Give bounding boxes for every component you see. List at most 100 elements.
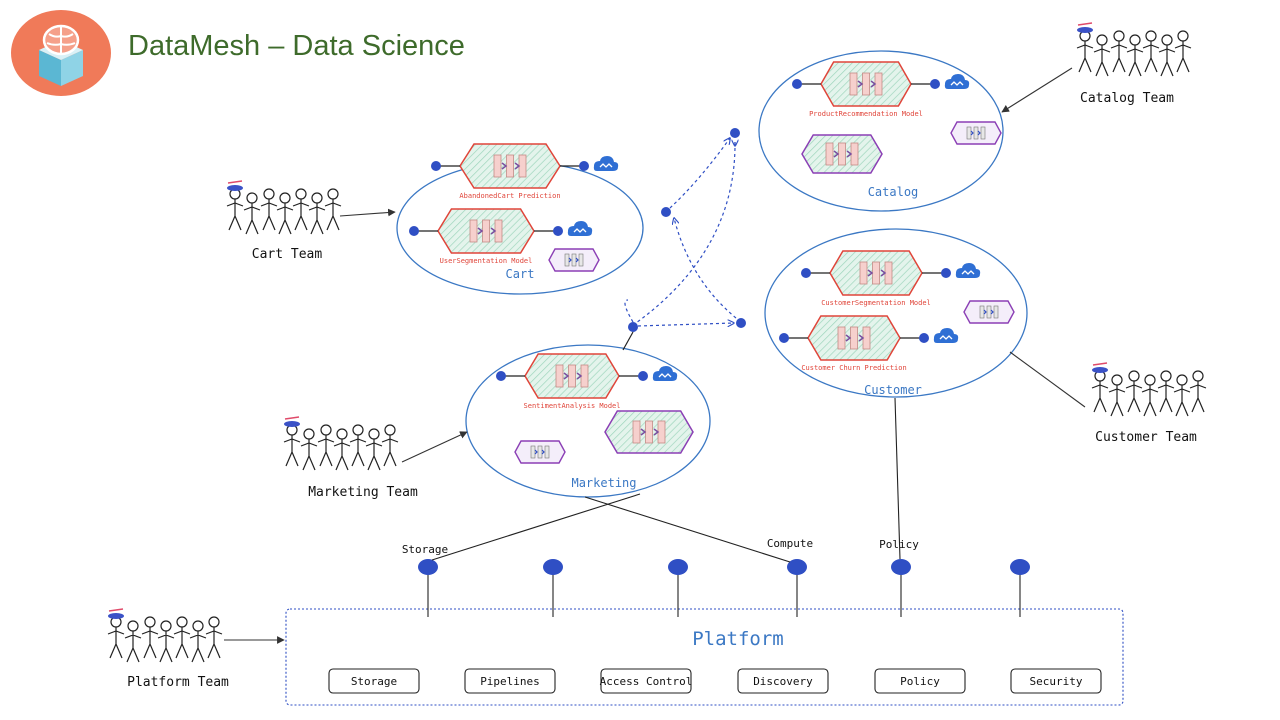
link-marketing-compute xyxy=(584,496,791,563)
arrow-catalog-team xyxy=(1001,67,1073,113)
service-box[interactable] xyxy=(1010,668,1102,694)
platform-box xyxy=(285,608,1124,706)
cap-icon xyxy=(1092,367,1108,373)
pipeline-icon xyxy=(632,420,666,444)
model-customer xyxy=(807,315,901,361)
platform-port xyxy=(418,559,438,575)
service-label: Storage xyxy=(351,675,397,688)
pipeline-icon xyxy=(469,219,503,243)
stick-figure-icon xyxy=(283,424,301,467)
stick-figure-icon xyxy=(205,616,223,659)
data-product-catalog xyxy=(950,121,1002,145)
team-label-platform: Platform Team xyxy=(127,675,229,690)
cloud-api-icon xyxy=(652,366,678,381)
data-product-catalog-large xyxy=(801,134,883,174)
stick-figure-icon xyxy=(324,188,342,231)
team-cart xyxy=(226,180,342,235)
service-box[interactable] xyxy=(464,668,556,694)
service-label: Policy xyxy=(900,675,940,688)
cloud-mark xyxy=(950,81,964,86)
stick-figure-icon xyxy=(157,620,175,663)
model-marketing xyxy=(524,353,620,399)
team-marketing xyxy=(283,416,399,471)
stick-figure-icon xyxy=(1093,34,1111,77)
stick-figure-icon xyxy=(1110,30,1128,73)
model-label: CustomerSegmentation Model xyxy=(821,299,931,307)
stick-figure-icon xyxy=(107,616,125,659)
cloud-api-icon xyxy=(944,74,970,89)
stick-figure-icon xyxy=(1108,374,1126,417)
model-label: ProductRecommendation Model xyxy=(809,110,923,118)
model-output-port xyxy=(919,333,929,343)
data-product-customer xyxy=(963,300,1015,324)
stick-figure-icon xyxy=(292,188,310,231)
model-output-port xyxy=(553,226,563,236)
cloud-api-icon xyxy=(593,156,619,171)
stick-figure-icon xyxy=(1189,370,1207,413)
link-marketing-storage xyxy=(431,493,641,561)
cloud-shape xyxy=(955,263,981,278)
platform-port xyxy=(543,559,563,575)
service-label: Pipelines xyxy=(480,675,540,688)
platform-service-discovery[interactable]: Discovery xyxy=(737,668,829,694)
data-product-cart xyxy=(548,248,600,272)
stick-figure-icon xyxy=(243,192,261,235)
model-label: AbandonedCart Prediction xyxy=(459,192,560,200)
platform-service-pipelines[interactable]: Pipelines xyxy=(464,668,556,694)
platform-port xyxy=(1010,559,1030,575)
cap-icon xyxy=(227,185,243,191)
service-box[interactable] xyxy=(328,668,420,694)
pipeline-icon xyxy=(564,253,584,267)
cloud-mark xyxy=(573,228,587,233)
model-cart xyxy=(437,208,535,254)
model-output-port xyxy=(638,371,648,381)
link-customer-to-cart xyxy=(674,218,737,319)
platform-service-storage[interactable]: Storage xyxy=(328,668,420,694)
pipeline-icon xyxy=(849,72,883,96)
service-box[interactable] xyxy=(737,668,829,694)
platform-service-security[interactable]: Security xyxy=(1010,668,1102,694)
service-box[interactable] xyxy=(874,668,966,694)
platform-service-access-control[interactable]: Access Control xyxy=(600,668,693,694)
service-label: Discovery xyxy=(753,675,813,688)
pipeline-icon xyxy=(825,142,859,166)
cloud-mark xyxy=(961,270,975,275)
platform-port xyxy=(891,559,911,575)
model-output-port xyxy=(941,268,951,278)
platform-port xyxy=(668,559,688,575)
arrow-cart-team xyxy=(339,208,396,217)
stick-figure-icon xyxy=(317,424,335,467)
cap-icon xyxy=(1077,27,1093,33)
cloud-shape xyxy=(933,328,959,343)
data-product-marketing-large xyxy=(604,410,694,454)
stick-figure-icon xyxy=(1141,374,1159,417)
model-input-port xyxy=(792,79,802,89)
model-label: SentimentAnalysis Model xyxy=(524,402,621,410)
service-label: Security xyxy=(1030,675,1083,688)
propeller-icon xyxy=(284,416,300,420)
stick-figure-icon xyxy=(1174,30,1192,73)
domain-label-marketing: Marketing xyxy=(571,476,636,490)
stick-figure-icon xyxy=(381,424,399,467)
pipeline-icon xyxy=(530,445,550,459)
platform-service-policy[interactable]: Policy xyxy=(874,668,966,694)
domain-label-customer: Customer xyxy=(864,383,922,397)
platform-title: Platform xyxy=(692,628,784,650)
line-customer-team xyxy=(1009,351,1086,408)
cloud-api-icon xyxy=(933,328,959,343)
service-box[interactable] xyxy=(600,668,692,694)
cap-icon xyxy=(284,421,300,427)
model-output-port xyxy=(579,161,589,171)
model-catalog xyxy=(820,61,912,107)
port-label-storage: Storage xyxy=(402,543,448,556)
cloud-api-icon xyxy=(567,221,593,236)
stick-figure-icon xyxy=(189,620,207,663)
domain-label-cart: Cart xyxy=(506,267,535,281)
propeller-icon xyxy=(1092,362,1108,366)
model-output-port xyxy=(930,79,940,89)
domain-customer xyxy=(764,228,1028,398)
pipeline-icon xyxy=(837,326,871,350)
stick-figure-icon xyxy=(1157,370,1175,413)
team-label-marketing: Marketing Team xyxy=(308,485,418,500)
